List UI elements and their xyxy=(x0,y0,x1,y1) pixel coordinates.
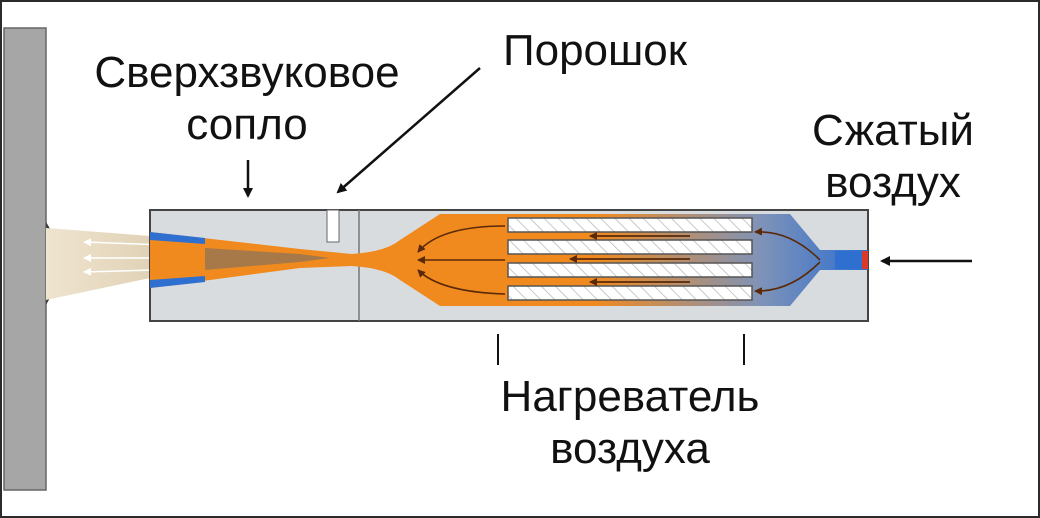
gas-channel xyxy=(150,214,868,306)
inlet-flow-arrow-lower xyxy=(754,261,821,296)
heater-plate-4 xyxy=(507,285,753,301)
powder-inlet-slot xyxy=(326,209,340,243)
nozzle-label-line2: сопло xyxy=(186,100,308,149)
substrate-plate xyxy=(3,27,47,491)
outlet-flow-arrow-upper xyxy=(417,225,506,253)
nozzle-jet-core xyxy=(205,248,330,270)
nozzle-exit-edge-top xyxy=(150,232,205,244)
air-label-line1: Сжатый xyxy=(811,106,975,155)
heater-plate-1 xyxy=(507,217,753,233)
nozzle-exit-edge-bottom xyxy=(150,276,205,288)
inlet-flow-arrow-upper xyxy=(754,227,821,261)
air-inlet-channel xyxy=(835,251,868,269)
heater-label-line1: Нагреватель xyxy=(500,372,760,421)
air-label-line2: воздух xyxy=(825,158,961,207)
powder-pointer-arrow xyxy=(336,67,481,194)
heater-label-line2: воздуха xyxy=(550,424,710,473)
heater-plate-2 xyxy=(507,239,753,255)
nozzle-label-line1: Сверхзвуковое xyxy=(94,48,400,97)
powder-label: Порошок xyxy=(502,26,688,75)
air-inlet-mark xyxy=(862,251,868,269)
heater-plate-3 xyxy=(507,262,753,278)
outlet-flow-arrow-lower xyxy=(417,269,506,295)
